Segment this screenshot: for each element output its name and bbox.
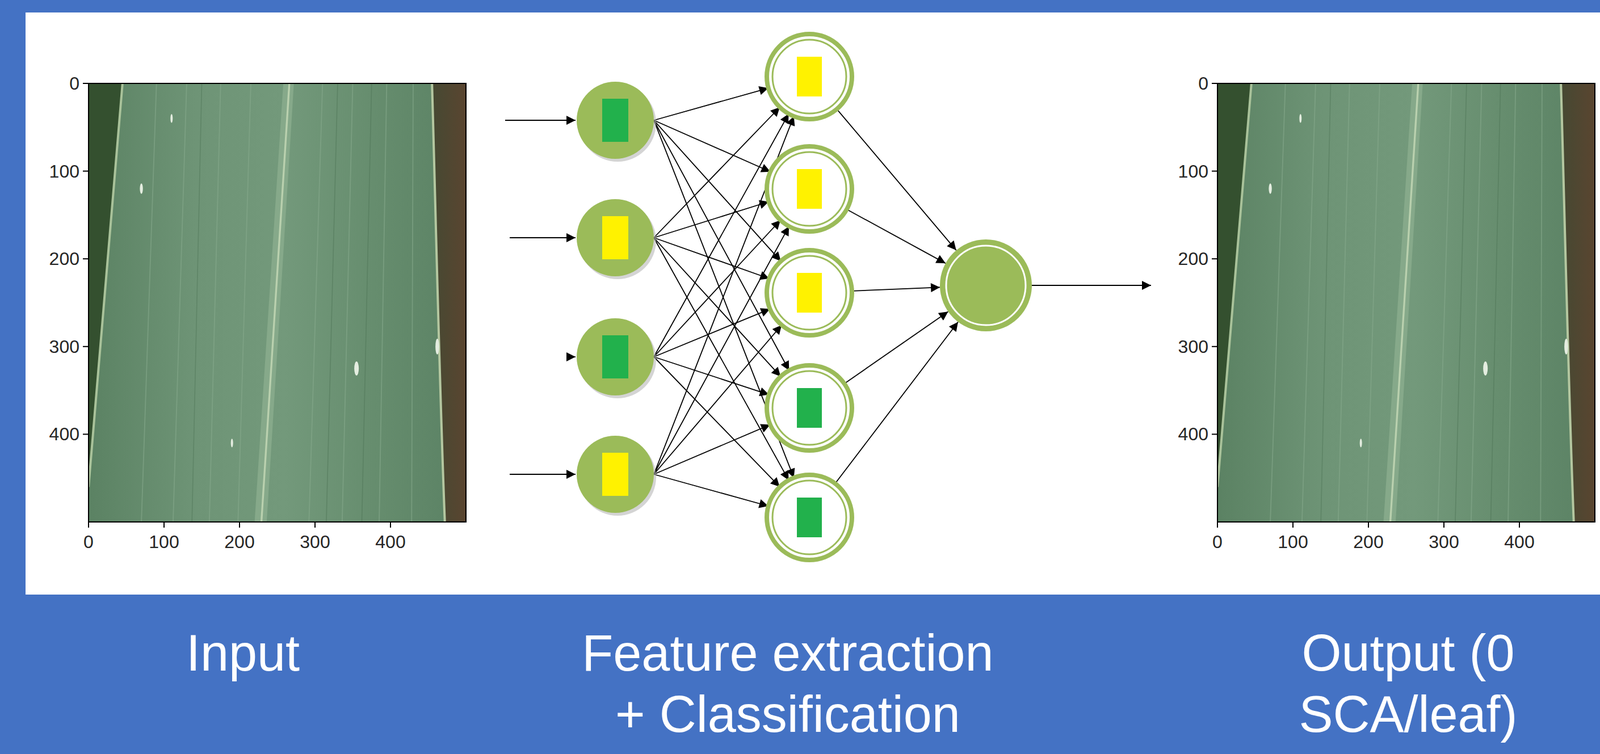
white-panel — [25, 12, 1600, 595]
axis-tick-label: 300 — [49, 336, 80, 358]
input-neurons — [576, 81, 657, 516]
output-leaf-image — [1211, 83, 1595, 528]
axis-tick-label: 300 — [1178, 336, 1209, 358]
axis-tick-label: 100 — [1178, 160, 1209, 183]
axis-tick-label: 400 — [375, 531, 406, 553]
hidden-neurons — [766, 34, 852, 561]
axis-ticks — [1211, 83, 1520, 528]
axis-tick-label: 0 — [1212, 531, 1223, 553]
output-neuron — [939, 239, 1032, 332]
axis-tick-label: 200 — [1353, 531, 1384, 553]
axis-tick-label: 300 — [299, 531, 330, 553]
axis-tick-label: 400 — [49, 423, 80, 445]
axis-tick-label: 200 — [224, 531, 255, 553]
axis-tick-label: 200 — [1178, 248, 1209, 270]
caption: Feature extraction + Classification — [572, 622, 1004, 746]
axis-tick-label: 0 — [1198, 72, 1209, 95]
axis-tick-label: 300 — [1428, 531, 1459, 553]
axis-tick-label: 100 — [1277, 531, 1308, 553]
axis-tick-label: 100 — [49, 160, 80, 183]
axis-tick-label: 100 — [148, 531, 179, 553]
input-leaf-image — [82, 83, 466, 528]
axis-ticks — [82, 83, 391, 528]
axis-tick-label: 400 — [1178, 423, 1209, 445]
caption: Input — [123, 622, 363, 684]
axis-tick-label: 0 — [83, 531, 94, 553]
axis-tick-label: 0 — [69, 72, 80, 95]
caption: Output (0 SCA/leaf) — [1237, 622, 1579, 746]
axis-tick-label: 200 — [49, 248, 80, 270]
axis-tick-label: 400 — [1504, 531, 1535, 553]
